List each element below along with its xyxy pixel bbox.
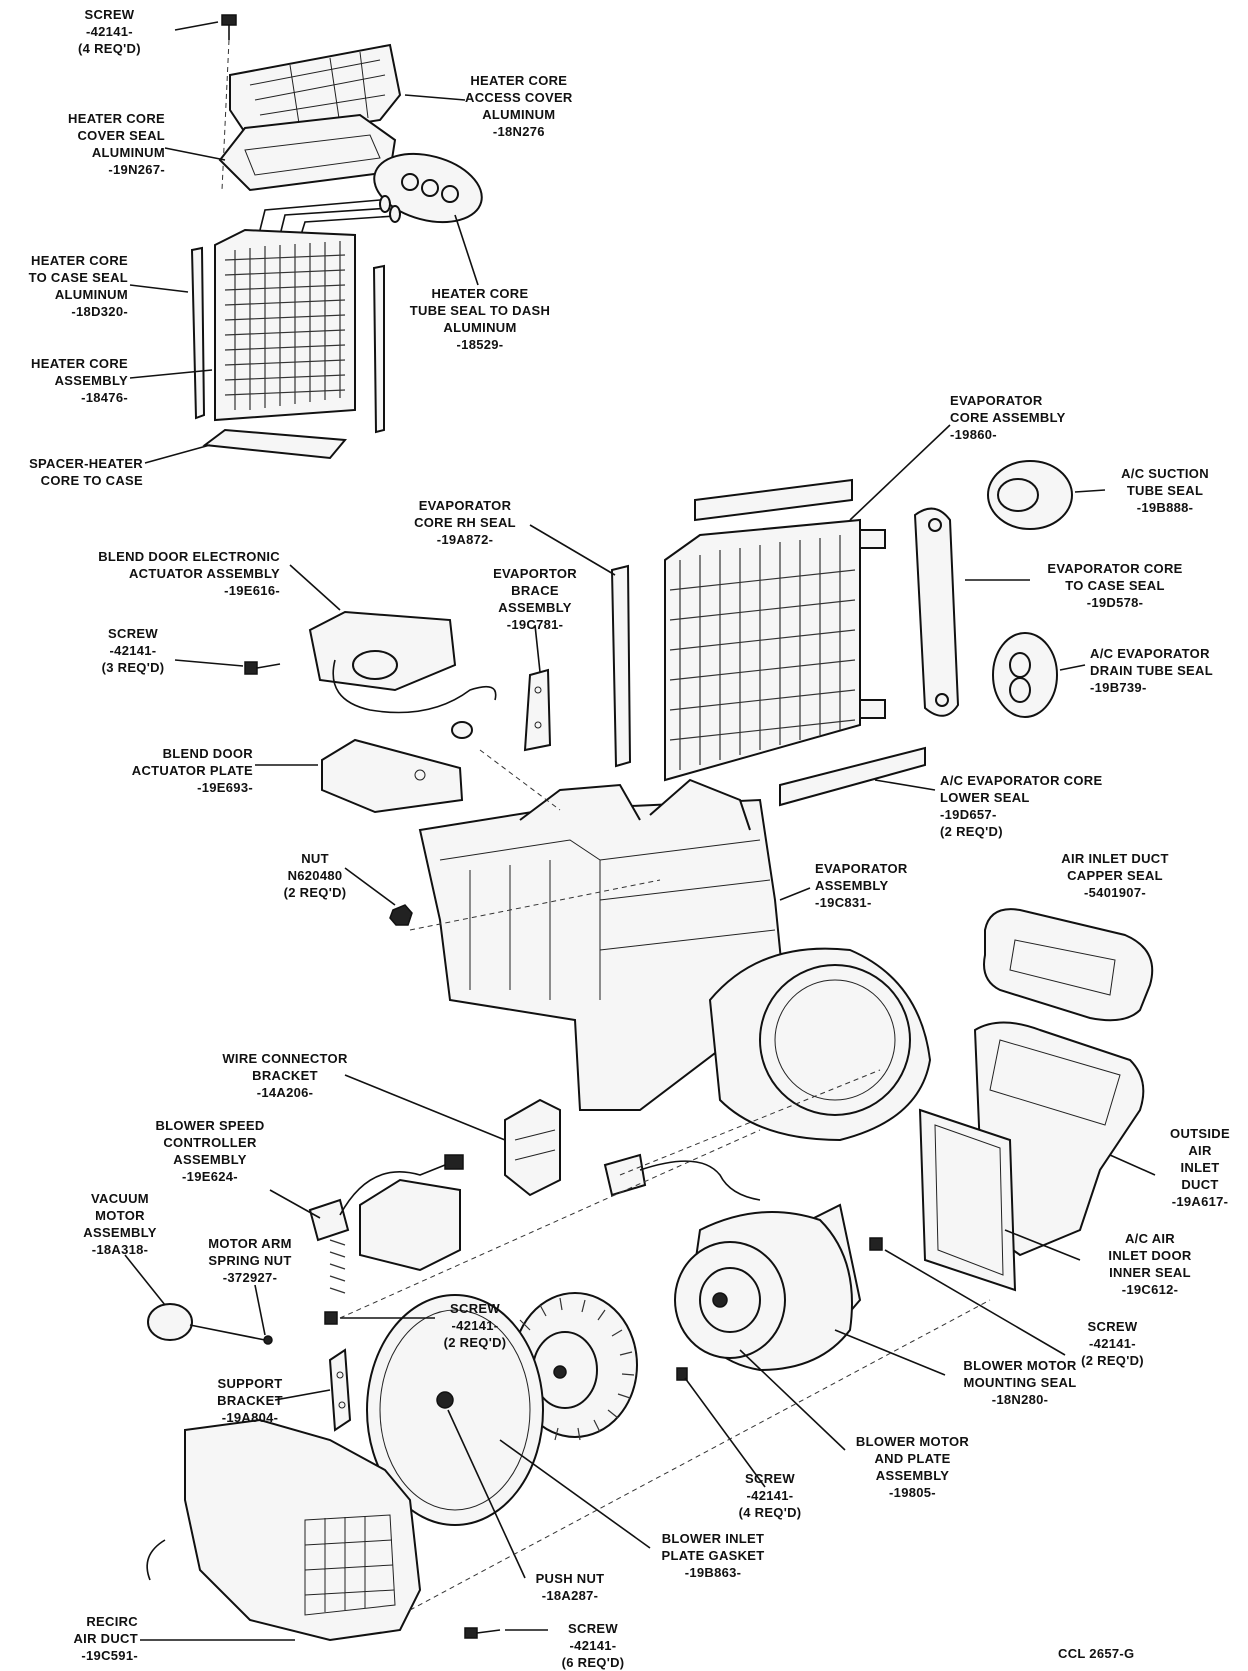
screw-6-icon [464,1627,501,1639]
wire-connector-bracket [504,1098,561,1197]
blower-wire-harness [603,1153,761,1201]
label-screw-4: SCREW-42141-(4 REQ'D) [738,1471,802,1520]
blower-inlet-plate-gasket [366,1294,544,1526]
label-screw-3: SCREW-42141-(3 REQ'D) [101,626,165,675]
label-screw-top: SCREW-42141-(4 REQ'D) [78,7,141,56]
motor-arm-spring-nut-icon [263,1335,273,1345]
heater-core-assembly [214,228,356,422]
screw-top-icon [221,14,237,191]
evaportor-brace-assembly [523,668,552,752]
screw-4-icon [676,1367,688,1381]
leader-lines [124,21,1156,1641]
evaporator-core-case-seal [913,507,960,717]
evaporator-top-seal [694,478,853,522]
alignment-lines [339,749,991,1611]
blend-door-actuator-plate [321,738,464,814]
label-screw-2-left: SCREW-42141-(2 REQ'D) [443,1301,507,1350]
nut-icon [389,904,413,926]
ac-evaporator-core-lower-seal [779,746,926,807]
blend-door-actuator-assembly [308,610,497,739]
label-push-nut: PUSH NUT-18A287- [535,1571,605,1603]
screw-3-icon [244,661,281,675]
evaporator-core-rh-seal [610,564,632,768]
ac-evaporator-drain-tube-seal [992,632,1058,718]
support-bracket [328,1348,352,1432]
air-inlet-duct-capper-seal [983,908,1154,1022]
ac-suction-tube-seal [987,460,1073,530]
ac-air-inlet-door-inner-seal [918,1108,1017,1292]
label-screw-2-right: SCREW-42141-(2 REQ'D) [1081,1319,1144,1368]
label-screw-6: SCREW-42141-(6 REQ'D) [561,1621,625,1670]
outside-air-inlet-duct [973,1021,1145,1257]
figure-code: CCL 2657-G [1058,1646,1135,1661]
blower-motor-plate-assembly [674,1211,853,1372]
vacuum-motor-assembly [147,1303,266,1341]
heater-core-case-seals [190,246,385,434]
screw-2-right-icon [869,1237,883,1251]
evaporator-case-assembly [418,778,787,1111]
blower-housing-scroll [708,947,932,1142]
spacer-heater-core [202,428,347,460]
evaporator-core-assembly [664,518,886,782]
blower-wheel [511,1292,638,1441]
heater-core-cover-seal [218,113,397,192]
heater-core-tube-seal [373,152,483,224]
screw-2-left-icon [324,1311,338,1325]
blower-speed-controller [308,1154,464,1294]
